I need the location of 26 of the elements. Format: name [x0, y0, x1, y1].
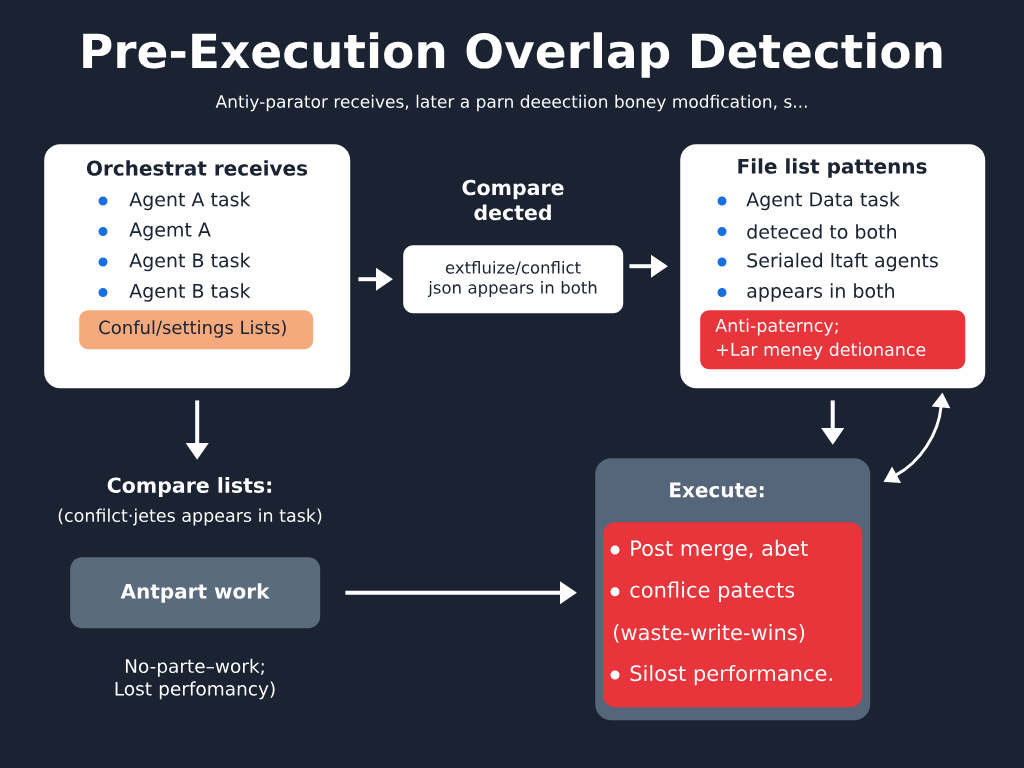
list-item: Agent B task	[129, 252, 251, 272]
box-label: +Lar meney detionance	[717, 342, 926, 360]
list-item: Agemt A	[129, 222, 211, 241]
card-heading: Orchestrat receives	[86, 160, 308, 176]
note-text: (confilct·jetes appears in task)	[58, 508, 322, 526]
list-item: Silost performance.	[630, 664, 832, 686]
panel-heading: Execute:	[670, 482, 764, 498]
list-item: (waste-write-wins)	[614, 624, 805, 643]
box-label: Antpart work	[120, 583, 270, 603]
heading: Compare lists:	[107, 477, 271, 497]
list-item: Agent A task	[129, 191, 251, 211]
box-label: Conful/settings Lists)	[99, 320, 286, 338]
card-heading: File list pattenns	[738, 158, 927, 178]
heading: Compare dected	[462, 179, 564, 221]
list-item: appears in both	[747, 283, 894, 302]
list-item: Agent B task	[129, 283, 251, 302]
list-item: Post merge, abet	[631, 539, 808, 561]
note-text: No-parte–work; Lost perfomancy)	[115, 658, 275, 700]
list-item: Agent Data task	[746, 191, 900, 211]
box-label: extfluize/conflict json appears in both	[427, 260, 597, 298]
box-label: Anti-paterncy;	[715, 318, 838, 336]
title: Pre-Execution Overlap Detection	[83, 32, 942, 78]
list-item: Serialed ltaft agents	[747, 252, 938, 272]
list-item: deteced to both	[747, 224, 896, 239]
list-item: conflice patects	[630, 581, 795, 602]
subtitle: Antiy-parator receives, later a parn deeectiion boney modfication, s...	[215, 94, 807, 112]
